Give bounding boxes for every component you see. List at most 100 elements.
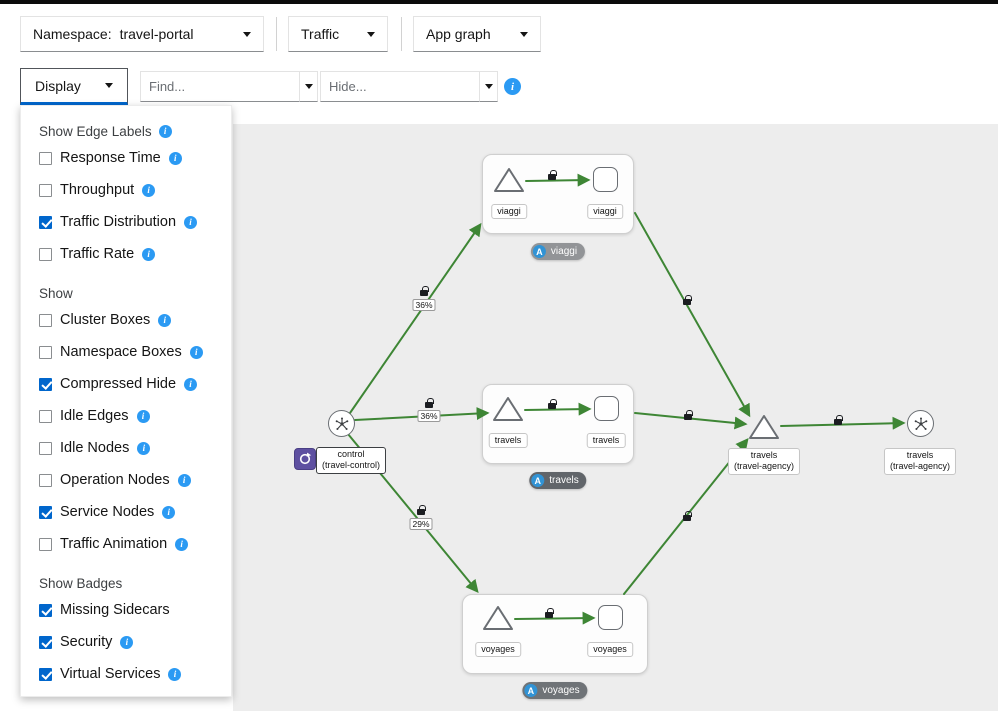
menu-item-missing-sidecars[interactable]: Missing Sidecars xyxy=(39,594,231,626)
display-dropdown-menu: Show Edge Labels Response Time Throughpu… xyxy=(20,105,232,697)
info-icon[interactable] xyxy=(184,215,198,229)
app-badge-icon: A xyxy=(531,474,545,487)
namespace-select[interactable]: Namespace: travel-portal xyxy=(20,16,264,52)
node-label-line2: (travel-agency) xyxy=(733,461,795,472)
checkbox[interactable] xyxy=(39,377,52,391)
display-dropdown-button[interactable]: Display xyxy=(20,68,128,105)
edge-viaggi-internal[interactable] xyxy=(525,173,591,187)
chevron-down-icon xyxy=(484,84,493,89)
find-hide-help-info-icon[interactable] xyxy=(504,78,521,95)
security-lock-icon xyxy=(683,295,692,305)
menu-item-cluster-boxes[interactable]: Cluster Boxes xyxy=(39,304,231,336)
menu-item-label: Compressed Hide xyxy=(60,376,177,392)
checkbox[interactable] xyxy=(39,603,52,617)
checkbox[interactable] xyxy=(39,151,52,165)
graph-type-select[interactable]: App graph xyxy=(413,16,541,52)
menu-item-throughput[interactable]: Throughput xyxy=(39,174,231,206)
info-icon[interactable] xyxy=(142,183,156,197)
checkbox[interactable] xyxy=(39,215,52,229)
find-options-select[interactable] xyxy=(300,71,318,102)
node-label[interactable]: viaggi xyxy=(587,204,623,220)
edge-voyages-internal[interactable] xyxy=(514,611,596,625)
menu-item-label: Security xyxy=(60,634,113,650)
info-icon[interactable] xyxy=(168,151,182,165)
menu-item-service-nodes[interactable]: Service Nodes xyxy=(39,496,231,528)
node-label[interactable]: travels xyxy=(488,433,528,449)
menu-item-label: Virtual Services xyxy=(60,666,161,682)
service-node-voyages[interactable] xyxy=(598,605,623,630)
service-node-travels[interactable] xyxy=(594,396,619,421)
menu-item-traffic-rate[interactable]: Traffic Rate xyxy=(39,238,231,270)
checkbox[interactable] xyxy=(39,345,52,359)
checkbox[interactable] xyxy=(39,537,52,551)
edge-viaggi-to-agency[interactable] xyxy=(634,212,751,418)
workload-node-control[interactable] xyxy=(328,410,355,437)
menu-item-response-time[interactable]: Response Time xyxy=(39,142,231,174)
app-pill-voyages[interactable]: A voyages xyxy=(522,682,588,699)
info-icon[interactable] xyxy=(162,505,176,519)
info-icon[interactable] xyxy=(177,473,191,487)
security-lock-icon xyxy=(683,511,692,521)
info-icon[interactable] xyxy=(184,377,198,391)
info-icon[interactable] xyxy=(142,247,156,261)
app-pill-label: voyages xyxy=(542,685,580,696)
workload-node-travels-agency[interactable] xyxy=(907,410,934,437)
find-input[interactable] xyxy=(140,71,300,102)
checkbox[interactable] xyxy=(39,247,52,261)
checkbox[interactable] xyxy=(39,505,52,519)
app-node-viaggi[interactable] xyxy=(492,165,526,195)
virtual-service-badge[interactable] xyxy=(294,448,316,470)
section-title-text: Show xyxy=(39,285,73,301)
service-node-viaggi[interactable] xyxy=(593,167,618,192)
node-label-travels-agency-2[interactable]: travels (travel-agency) xyxy=(883,448,957,475)
traffic-select[interactable]: Traffic xyxy=(288,16,388,52)
checkbox[interactable] xyxy=(39,409,52,423)
node-label[interactable]: travels xyxy=(586,433,626,449)
checkbox[interactable] xyxy=(39,635,52,649)
mesh-icon xyxy=(914,417,927,430)
checkbox[interactable] xyxy=(39,473,52,487)
menu-item-operation-nodes[interactable]: Operation Nodes xyxy=(39,464,231,496)
menu-item-virtual-services[interactable]: Virtual Services xyxy=(39,658,231,690)
info-icon[interactable] xyxy=(120,635,134,649)
menu-item-idle-edges[interactable]: Idle Edges xyxy=(39,400,231,432)
checkbox[interactable] xyxy=(39,313,52,327)
app-pill-travels[interactable]: A travels xyxy=(529,472,587,489)
info-icon[interactable] xyxy=(136,409,150,423)
checkbox[interactable] xyxy=(39,183,52,197)
app-pill-viaggi[interactable]: A viaggi xyxy=(530,243,586,260)
service-node-travels-agency[interactable] xyxy=(747,412,781,442)
info-icon[interactable] xyxy=(137,441,151,455)
info-icon[interactable] xyxy=(168,667,182,681)
section-title-text: Show Badges xyxy=(39,575,123,591)
edge-control-to-viaggi[interactable] xyxy=(349,222,482,414)
app-node-voyages[interactable] xyxy=(481,603,515,633)
node-label-travels-agency[interactable]: travels (travel-agency) xyxy=(727,448,801,475)
app-pill-label: travels xyxy=(549,475,579,486)
checkbox[interactable] xyxy=(39,441,52,455)
info-icon[interactable] xyxy=(158,313,172,327)
app-node-travels[interactable] xyxy=(491,394,525,424)
info-icon[interactable] xyxy=(175,537,189,551)
menu-item-idle-nodes[interactable]: Idle Nodes xyxy=(39,432,231,464)
info-icon[interactable] xyxy=(158,124,172,138)
hide-input[interactable] xyxy=(320,71,480,102)
graph-canvas[interactable]: viaggi viaggi travels travels voyages vo… xyxy=(233,124,998,711)
edge-travels-internal[interactable] xyxy=(524,402,592,416)
hide-options-select[interactable] xyxy=(480,71,498,102)
menu-item-namespace-boxes[interactable]: Namespace Boxes xyxy=(39,336,231,368)
edge-agency-to-agency[interactable] xyxy=(780,416,906,430)
menu-item-security[interactable]: Security xyxy=(39,626,231,658)
node-label[interactable]: voyages xyxy=(475,642,521,658)
menu-item-traffic-distribution[interactable]: Traffic Distribution xyxy=(39,206,231,238)
namespace-value: travel-portal xyxy=(119,26,194,42)
info-icon[interactable] xyxy=(189,345,203,359)
node-label-control[interactable]: control (travel-control) xyxy=(315,447,387,474)
menu-item-label: Idle Edges xyxy=(60,408,129,424)
menu-item-traffic-animation[interactable]: Traffic Animation xyxy=(39,528,231,560)
node-label[interactable]: voyages xyxy=(587,642,633,658)
menu-item-compressed-hide[interactable]: Compressed Hide xyxy=(39,368,231,400)
checkbox[interactable] xyxy=(39,667,52,681)
node-label[interactable]: viaggi xyxy=(491,204,527,220)
